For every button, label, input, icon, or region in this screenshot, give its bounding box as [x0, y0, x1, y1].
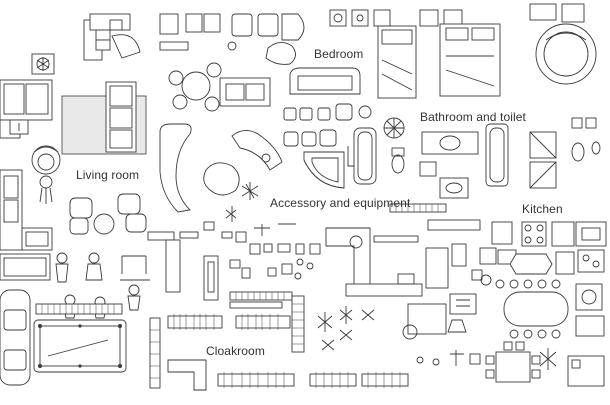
desk-lamp: [325, 227, 371, 291]
curved-sofa-2: [231, 130, 283, 171]
shower-square: [529, 131, 557, 189]
tv-bench: [165, 239, 219, 301]
people-figures: [55, 252, 141, 319]
dining-oval-table: [495, 279, 569, 339]
label-cloakroom: Cloakroom: [206, 344, 265, 358]
chairs-row-center: [283, 103, 372, 121]
label-bathroom-toilet: Bathroom and toilet: [420, 110, 526, 124]
sink-counter: [421, 131, 479, 155]
chesterfield-sofa: [289, 67, 361, 95]
plant-pot-top: [31, 53, 55, 75]
radiators: [229, 291, 293, 309]
shower-wheel: [383, 117, 405, 139]
plant-kitchen: [539, 348, 557, 370]
rug-round: [203, 162, 240, 196]
small-dots-kitchen: [416, 350, 481, 366]
sectional-sofa-left: [0, 169, 53, 251]
double-bed-1: [439, 23, 501, 97]
lounge-chair-cow: [265, 42, 296, 65]
sinks-bath: [419, 161, 469, 199]
small-misc: [229, 259, 302, 280]
rug-with-sofa: [61, 81, 147, 155]
round-table-chairs: [168, 62, 222, 112]
corner-tub: [303, 151, 345, 189]
plant-1: [241, 182, 259, 200]
top-chairs-row: [159, 13, 305, 51]
bathtub-2: [485, 123, 509, 187]
plants-middle: [317, 306, 375, 351]
keyboard-piano: [35, 303, 123, 315]
single-bed: [377, 25, 417, 99]
small-table-left: [9, 119, 29, 135]
armchairs-table-group: [69, 193, 147, 235]
label-bedroom: Bedroom: [314, 47, 364, 61]
toilet-1: [391, 147, 405, 174]
round-rug-misc: [402, 319, 467, 340]
wardrobe-rails: [149, 295, 409, 391]
label-living-room: Living room: [76, 168, 140, 182]
round-bed: [535, 23, 597, 85]
long-desk: [345, 273, 423, 297]
chairs-living-right: [283, 129, 356, 167]
table-right-center: [407, 293, 477, 335]
kitchen-counters: [479, 221, 607, 275]
lamp-jellyfish: [39, 175, 53, 204]
sofa-center: [219, 77, 271, 107]
kitchen-misc: [471, 269, 605, 337]
small-square-icons-top: [329, 3, 585, 27]
plant-2: [225, 206, 237, 222]
round-armchair: [31, 145, 61, 175]
label-accessory-equipment: Accessory and equipment: [270, 196, 411, 210]
dining-set-bottom: [485, 341, 605, 387]
billiard-table: [33, 319, 127, 373]
curved-sofa-1: [159, 123, 192, 213]
shelves-center: [373, 203, 481, 289]
bathtub-1: [353, 127, 377, 185]
car: [0, 289, 31, 386]
label-kitchen: Kitchen: [522, 202, 563, 216]
corner-sofa-top: [83, 13, 141, 61]
accessory-items-row: [147, 221, 321, 270]
toilets-right: [571, 117, 601, 162]
bar-stools: [120, 255, 150, 281]
sofa-bed-left: [0, 253, 51, 281]
